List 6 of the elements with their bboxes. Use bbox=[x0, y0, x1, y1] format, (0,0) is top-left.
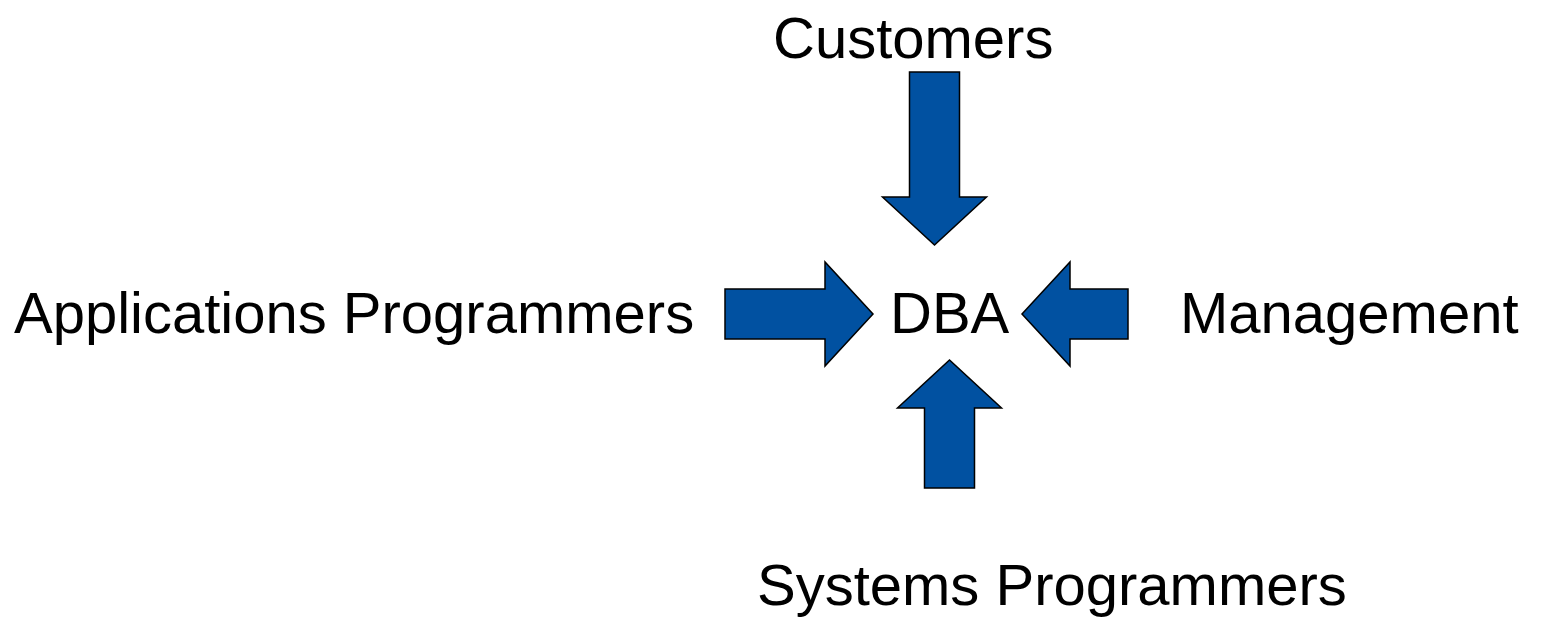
node-label: Customers bbox=[773, 9, 1054, 67]
block-arrow bbox=[1020, 260, 1129, 368]
block-arrow bbox=[724, 260, 875, 368]
node-label: DBA bbox=[890, 284, 1010, 342]
block-arrow bbox=[895, 358, 1004, 489]
block-arrow bbox=[880, 71, 989, 247]
